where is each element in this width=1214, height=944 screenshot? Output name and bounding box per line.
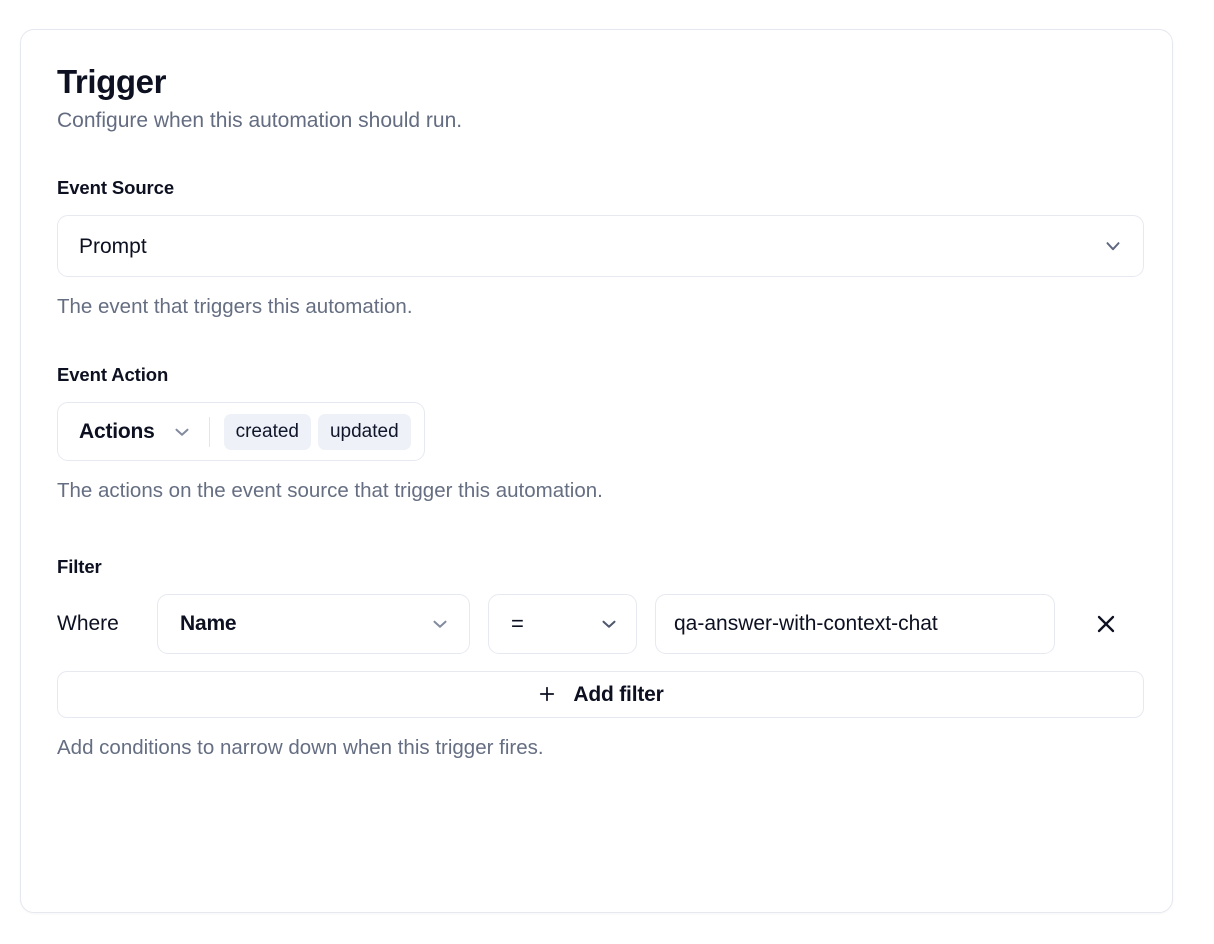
chevron-down-icon <box>429 613 451 635</box>
close-icon <box>1094 612 1118 636</box>
event-source-label: Event Source <box>57 177 175 199</box>
page-title: Trigger <box>57 63 167 100</box>
trigger-card: Trigger Configure when this automation s… <box>20 29 1173 913</box>
divider <box>208 416 210 447</box>
event-action-field: Event Action Actions created updated The… <box>57 363 1136 505</box>
event-action-pill-created[interactable]: created <box>223 413 311 450</box>
remove-filter-button[interactable] <box>1088 606 1124 642</box>
chevron-down-icon <box>171 421 193 443</box>
event-source-help: The event that triggers this automation. <box>57 295 413 319</box>
event-action-help: The actions on the event source that tri… <box>57 479 603 503</box>
filter-operator-select[interactable]: = <box>488 593 637 654</box>
event-action-control: Actions created updated <box>57 402 425 462</box>
card-subtitle: Configure when this automation should ru… <box>57 108 463 132</box>
filter-label: Filter <box>57 555 102 577</box>
event-action-select-label: Actions <box>79 420 155 444</box>
chevron-down-icon <box>598 613 620 635</box>
plus-icon <box>537 684 557 704</box>
filter-operator-value: = <box>511 610 524 636</box>
where-label: Where <box>57 612 119 636</box>
filter-field-select[interactable]: Name <box>157 593 470 654</box>
filter-row: Where Name = <box>57 593 1136 654</box>
event-action-label: Event Action <box>57 364 169 386</box>
event-source-select[interactable]: Prompt <box>57 215 1144 278</box>
event-action-pill-updated[interactable]: updated <box>317 413 411 450</box>
filter-value-input[interactable] <box>655 593 1055 654</box>
add-filter-label: Add filter <box>573 682 664 706</box>
add-filter-button[interactable]: Add filter <box>57 670 1144 718</box>
event-source-value: Prompt <box>79 234 147 258</box>
event-source-field: Event Source Prompt The event that trigg… <box>57 176 1144 321</box>
filter-field: Filter Where Name = <box>57 555 1144 762</box>
filter-help: Add conditions to narrow down when this … <box>57 735 544 759</box>
chevron-down-icon <box>1102 235 1124 257</box>
event-action-select[interactable]: Actions <box>79 421 193 443</box>
filter-field-value: Name <box>180 612 237 636</box>
event-action-pill-row: created updated <box>223 413 411 450</box>
